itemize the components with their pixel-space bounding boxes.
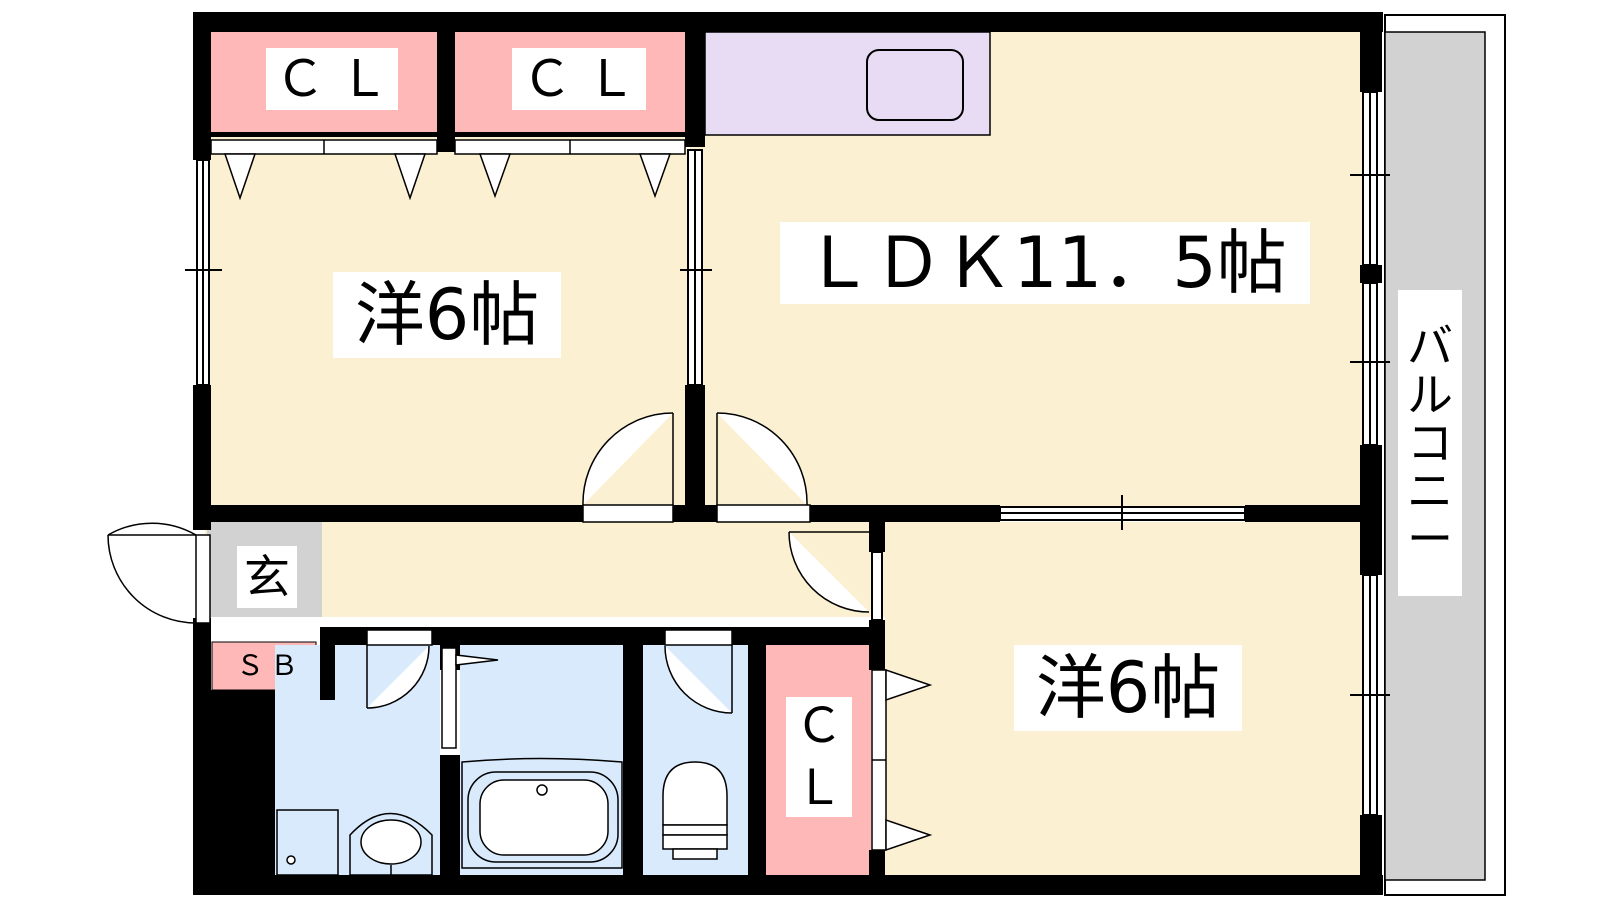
walls xyxy=(193,12,1383,895)
window-icon xyxy=(185,91,1390,816)
balcony-char-3: コ xyxy=(1407,415,1453,470)
sink-icon xyxy=(866,49,964,121)
balcony-label: バ ル コ ニ ー xyxy=(1398,290,1462,596)
balcony-char-1: バ xyxy=(1407,319,1453,374)
ldk-label: ＬＤＫ11．5帖 xyxy=(780,222,1310,304)
balcony-char-2: ル xyxy=(1407,367,1453,422)
closet-bottom-label: Ｃ Ｌ xyxy=(786,697,852,817)
fixtures xyxy=(276,757,728,878)
western-room-top-label: 洋6帖 xyxy=(333,272,561,358)
western-room-bottom-label: 洋6帖 xyxy=(1014,645,1242,731)
closet-top-mid-label: ＣＬ xyxy=(512,48,646,110)
washing-machine-pan xyxy=(276,809,339,876)
balcony xyxy=(1384,14,1506,896)
door-swing-icon xyxy=(107,412,870,749)
balcony-char-5: ー xyxy=(1407,512,1453,567)
balcony-char-4: ニ xyxy=(1407,464,1453,519)
toilet-icon xyxy=(662,761,728,826)
entrance-label: 玄 xyxy=(237,546,297,608)
closet-bottom-label-c: Ｃ xyxy=(794,697,843,754)
folding-door-icon xyxy=(210,139,933,852)
shoe-box-label: ＳＢ xyxy=(235,649,304,682)
closet-bottom-label-l: Ｌ xyxy=(794,760,843,816)
closet-top-left-label: ＣＬ xyxy=(266,48,398,110)
